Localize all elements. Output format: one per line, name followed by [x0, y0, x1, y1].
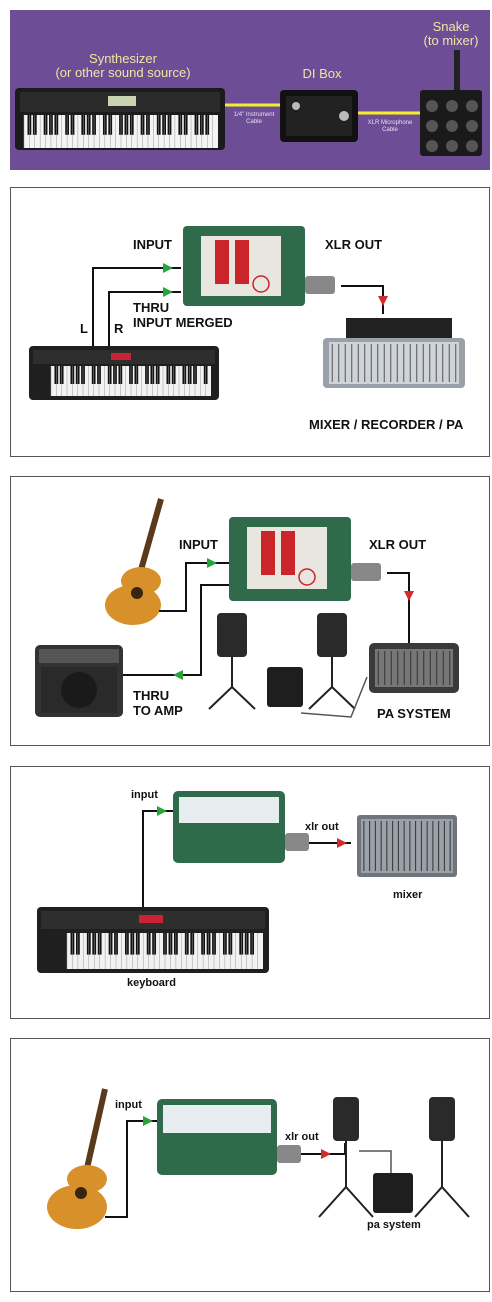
input-label: input [115, 1099, 142, 1111]
panel5-artwork [47, 1088, 470, 1229]
xlr-arrow-icon [321, 1149, 331, 1159]
thru-arrow-icon [163, 287, 173, 297]
xlr-out-label: XLR OUT [325, 237, 383, 252]
xlr-cable-label: XLR Microphone Cable [367, 120, 413, 133]
panel1-artwork [15, 50, 482, 156]
xlr-out-label: XLR OUT [369, 537, 427, 552]
panel4-artwork [37, 791, 457, 973]
input-label: INPUT [133, 237, 172, 252]
pa-speaker-left-icon [318, 1097, 374, 1218]
xlr-out-label: xlr out [285, 1131, 319, 1143]
keyboard-icon [29, 346, 219, 400]
mixer-icon [357, 815, 457, 877]
panel3-artwork [35, 498, 459, 718]
instrument-cable-label: 1/4" Instrument Cable [233, 112, 275, 125]
keyboard-icon [37, 907, 269, 973]
mixer-label: mixer [393, 889, 423, 901]
snake-label: Snake (to mixer) [423, 19, 479, 48]
xlr-arrow-icon [337, 838, 347, 848]
prodi-box-icon [173, 791, 309, 863]
input-arrow-icon [163, 263, 173, 273]
thru-label: THRU TO AMP [133, 688, 183, 718]
xlr-arrow-icon [404, 591, 414, 601]
panel2-artwork [29, 226, 465, 400]
di-box-icon [183, 226, 335, 306]
acoustic-guitar-icon [47, 1088, 108, 1229]
pa-system-label: pa system [367, 1219, 421, 1231]
snake-box-icon [420, 50, 482, 156]
pa-speaker-right-icon [414, 1097, 470, 1218]
panel-prodi-keyboard: input xlr out mixer keyboard [10, 766, 490, 1019]
input-label: input [131, 789, 158, 801]
panel-acoustic-amp: INPUT XLR OUT THRU TO AMP PA SYSTEM [10, 476, 490, 746]
prodi-box-icon [157, 1099, 301, 1175]
di-box-label: DI Box [302, 66, 342, 81]
panel-keyboard-stereo: INPUT XLR OUT THRU INPUT MERGED L R MIXE… [10, 187, 490, 457]
guitar-amp-icon [35, 645, 123, 717]
powered-mixer-icon [369, 643, 459, 693]
destination-label: MIXER / RECORDER / PA [309, 417, 464, 432]
destination-label: PA SYSTEM [377, 706, 451, 721]
panel-signal-chain: Synthesizer (or other sound source) DI B… [10, 10, 490, 170]
thru-label: THRU INPUT MERGED [133, 300, 233, 330]
input-label: INPUT [179, 537, 218, 552]
xlr-out-label: xlr out [305, 821, 339, 833]
right-channel-label: R [114, 321, 124, 336]
input-arrow-icon [143, 1116, 153, 1126]
thru-arrow-icon [173, 670, 183, 680]
subwoofer-icon [373, 1173, 413, 1213]
input-arrow-icon [207, 558, 217, 568]
synthesizer-icon [15, 88, 225, 150]
mixer-console-icon [323, 318, 465, 388]
synth-label: Synthesizer (or other sound source) [55, 51, 191, 80]
xlr-arrow-icon [378, 296, 388, 306]
subwoofer-icon [267, 667, 303, 707]
left-channel-label: L [80, 321, 88, 336]
panel-prodi-guitar: input xlr out pa system [10, 1038, 490, 1292]
di-box-icon [229, 517, 381, 601]
pa-speaker-right-icon [308, 613, 356, 710]
di-box-icon [280, 90, 358, 142]
pa-speaker-left-icon [208, 613, 256, 710]
input-arrow-icon [157, 806, 167, 816]
keyboard-label: keyboard [127, 977, 176, 989]
acoustic-guitar-icon [105, 498, 164, 625]
